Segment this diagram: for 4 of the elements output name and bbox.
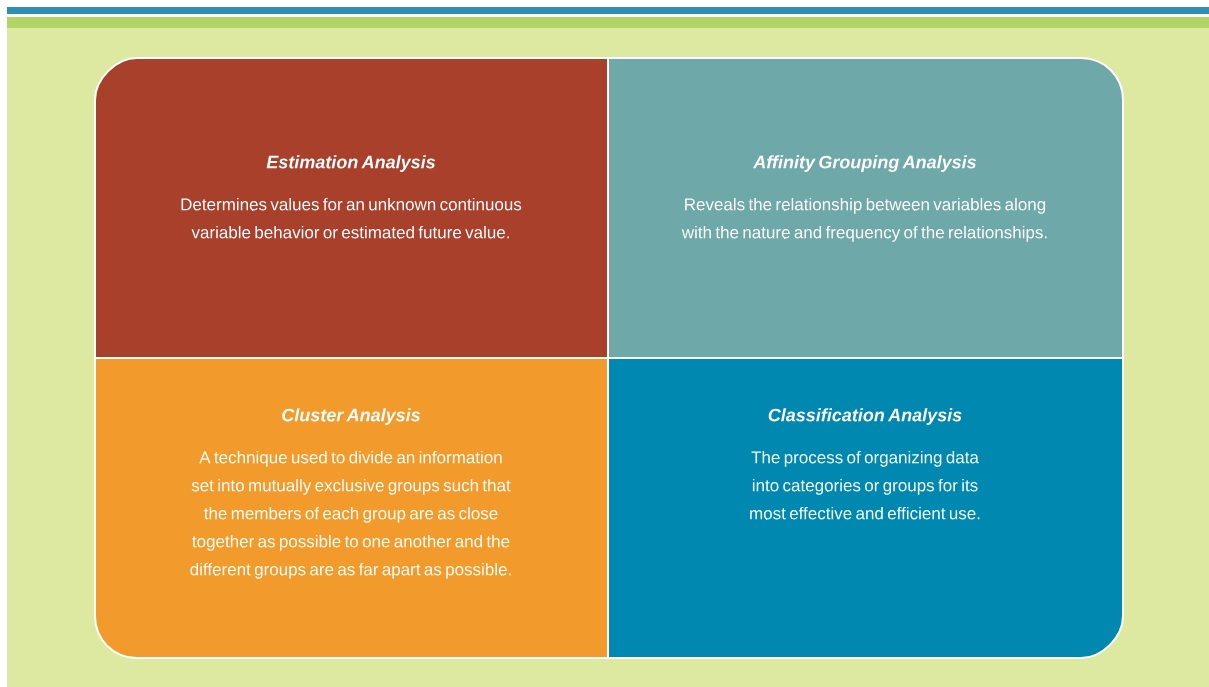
quadrant-panel: Cluster Analysis A technique used to divide an information set into mutually exclusive groups such that the members of each group are as close together as possible to one another and the different groups are as far apart as possible. — [94, 357, 609, 659]
quadrant-panel: Affinity Grouping Analysis Reveals the relationship between variables along with the nature and frequency of the relationships. — [607, 57, 1124, 359]
quadrant-panel: Estimation Analysis Determines values for an unknown continuous variable behavior or estimated future value. — [94, 57, 609, 359]
quadrant-panel: Classification Analysis The process of organizing data into categories or groups for its most effective and efficient use. — [607, 357, 1124, 659]
